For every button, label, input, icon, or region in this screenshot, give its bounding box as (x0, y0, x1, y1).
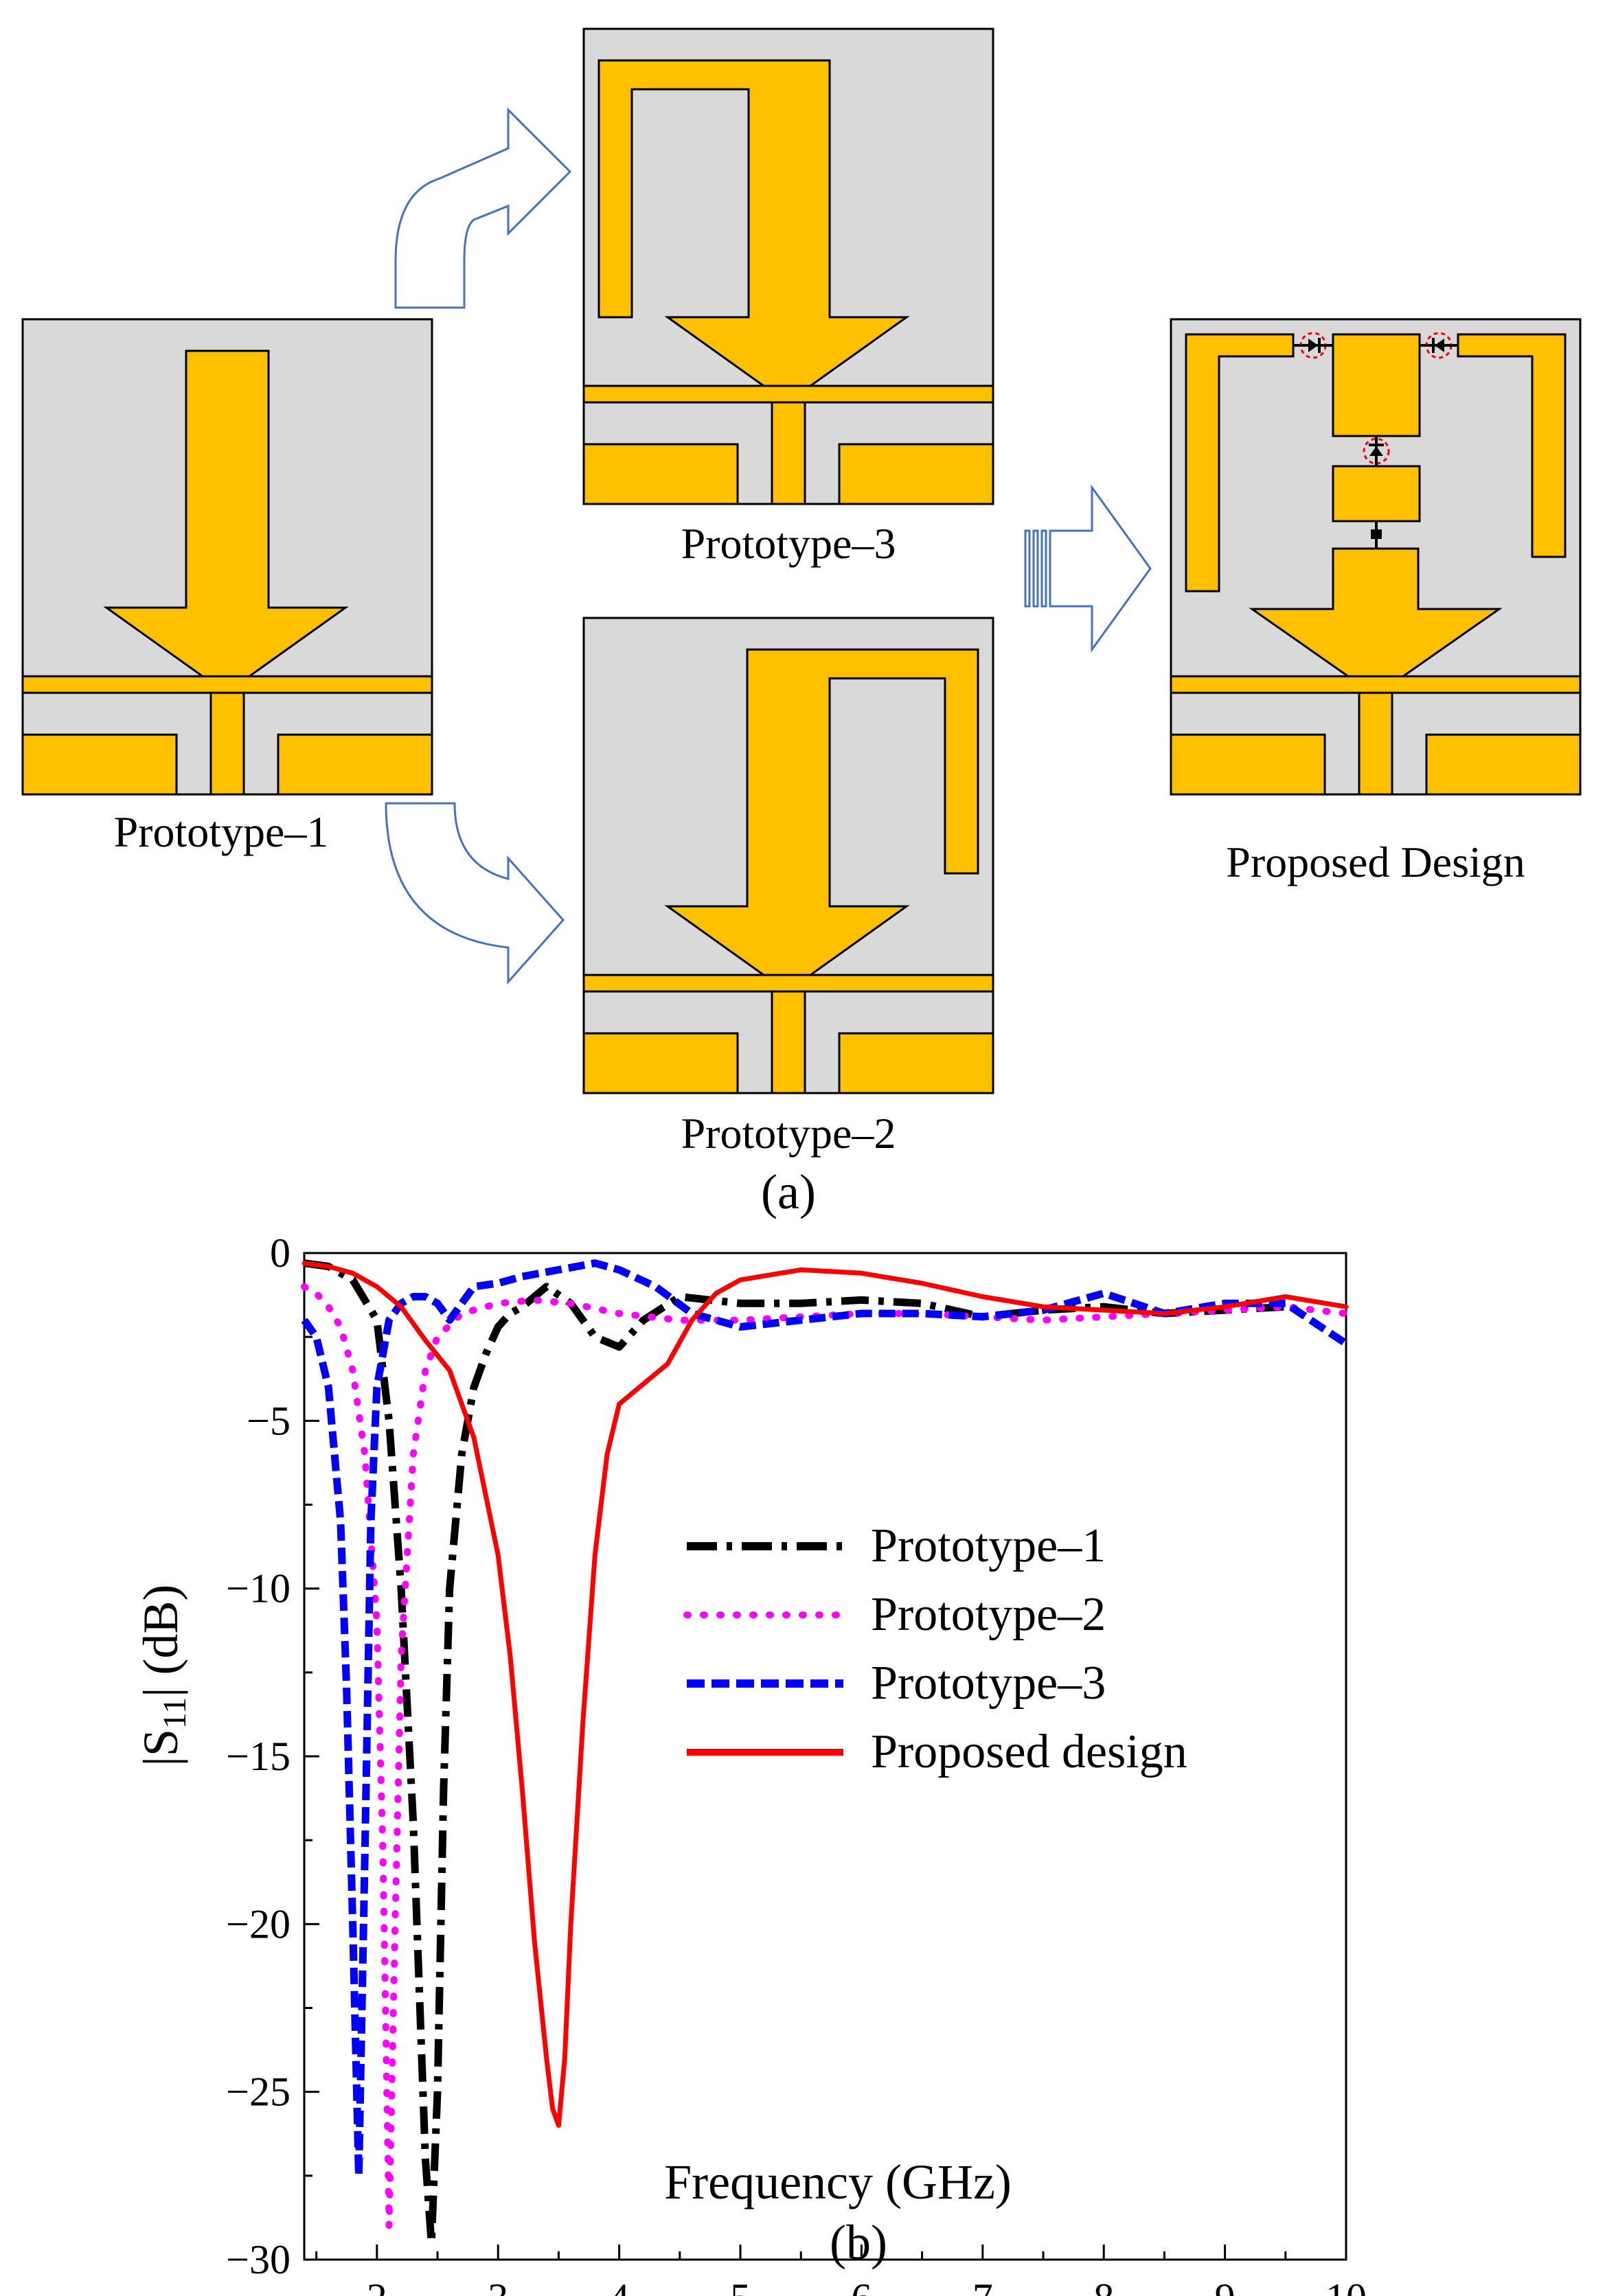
y-tick-label: −25 (226, 2069, 291, 2115)
series-line-4 (301, 1261, 1349, 2128)
x-tick-label: 7 (972, 2275, 993, 2296)
tick-layer: 2 3 4 5 6 7 8 9 10 0 −5 −10 −15 −20 −25 −30 (226, 1230, 1367, 2296)
x-tick-label: 8 (1093, 2275, 1114, 2296)
diode-left-icon (1293, 332, 1333, 359)
legend: Prototype–1 Prototype–2 Prototype–3 Prop… (683, 1519, 1187, 1778)
prototype-3-label: Prototype–3 (681, 519, 896, 568)
y-tick-label: −20 (226, 1901, 291, 1947)
y-tick-label: −30 (226, 2237, 291, 2282)
y-tick-label: −5 (247, 1398, 291, 1443)
x-tick-label: 10 (1325, 2275, 1367, 2296)
x-tick-label: 4 (609, 2275, 630, 2296)
caption-a: (a) (761, 1164, 816, 1219)
series-line-3 (301, 1259, 1349, 2180)
series-layer (301, 1259, 1350, 2247)
caption-b: (b) (830, 2215, 887, 2270)
x-tick-label: 3 (488, 2275, 508, 2296)
chart-b: 2 3 4 5 6 7 8 9 10 0 −5 −10 −15 −20 −25 −30 Frequency (… (133, 1230, 1367, 2296)
legend-label-prototype-3: Prototype–3 (871, 1657, 1106, 1710)
prototype-2-label: Prototype–2 (681, 1109, 896, 1158)
proposed-design-antenna (1170, 318, 1582, 796)
series-line-2 (301, 1283, 1350, 2230)
curved-arrow-up-icon (394, 107, 572, 309)
connector-icon (1371, 521, 1382, 549)
diagram-a: Prototype–1 Prototype–3 Prototype–2 (21, 27, 1582, 1219)
x-tick-label: 2 (367, 2275, 387, 2296)
proposed-design-label: Proposed Design (1226, 838, 1525, 886)
x-tick-label: 5 (730, 2275, 751, 2296)
prototype-1-antenna (21, 318, 433, 796)
y-tick-label: −15 (226, 1734, 291, 1779)
prototype-1-label: Prototype–1 (114, 807, 329, 856)
x-tick-label: 9 (1215, 2275, 1236, 2296)
prototype-2-antenna (582, 617, 994, 1094)
x-axis-label: Frequency (GHz) (664, 2155, 1012, 2209)
prototype-3-antenna (582, 27, 994, 505)
y-axis-label: |S11| (dB) (133, 1584, 193, 1766)
y-tick-label: −10 (226, 1566, 291, 1611)
diode-right-icon (1420, 332, 1458, 359)
legend-label-prototype-1: Prototype–1 (871, 1519, 1106, 1572)
y-tick-label: 0 (270, 1230, 291, 1276)
diode-center-icon (1363, 436, 1390, 466)
legend-label-proposed: Proposed design (871, 1725, 1187, 1778)
block-arrow-right-icon (1024, 484, 1152, 653)
curved-arrow-down-icon (385, 802, 565, 985)
legend-label-prototype-2: Prototype–2 (871, 1588, 1106, 1641)
series-line-1 (304, 1259, 1286, 2247)
x-tick-label: 6 (851, 2275, 872, 2296)
